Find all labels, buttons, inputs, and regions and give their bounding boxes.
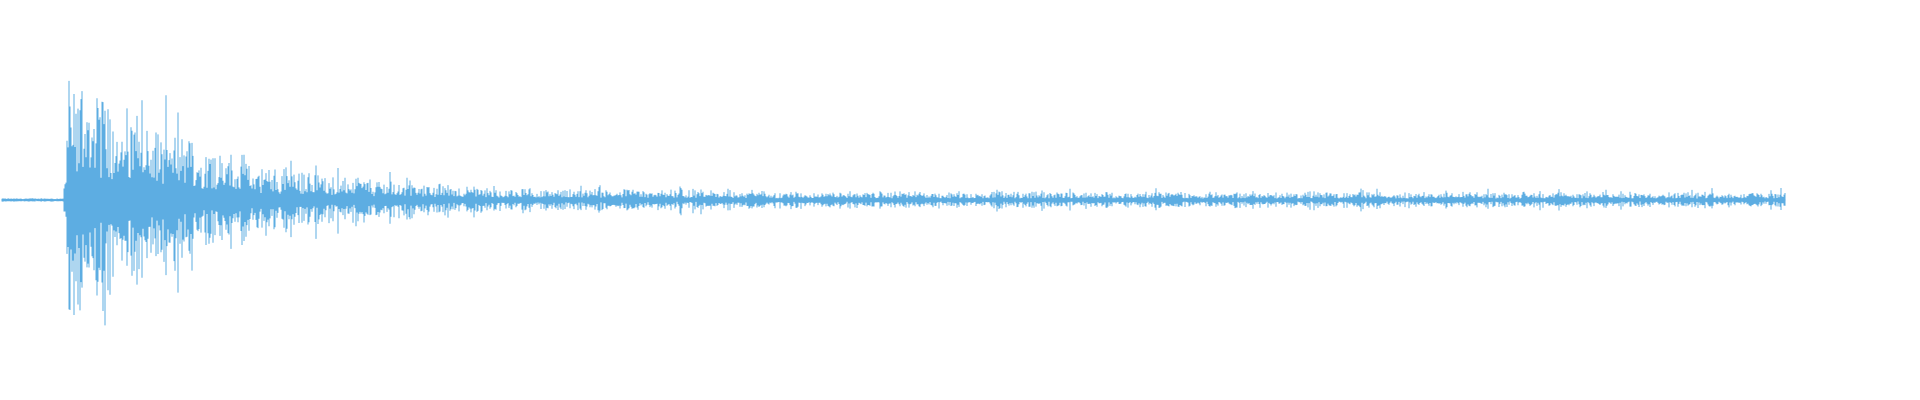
- waveform-samples: [1, 80, 1786, 326]
